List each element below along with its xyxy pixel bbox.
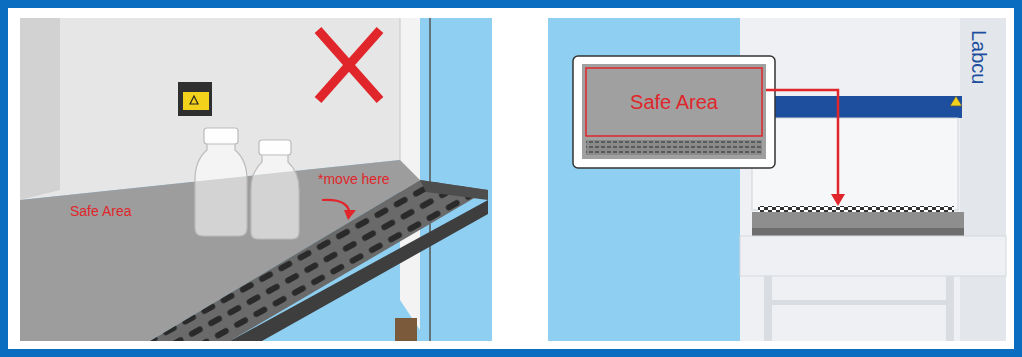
frame bbox=[8, 8, 1014, 349]
area-label: Safe Area bbox=[70, 204, 132, 219]
inset-box: Safe Area bbox=[587, 69, 761, 135]
note-label: *move here bbox=[318, 172, 390, 187]
right-panel bbox=[548, 18, 1006, 341]
area-label: Safe Area bbox=[630, 91, 718, 114]
brand-label: Labcu bbox=[968, 30, 990, 85]
left-panel bbox=[20, 18, 492, 341]
